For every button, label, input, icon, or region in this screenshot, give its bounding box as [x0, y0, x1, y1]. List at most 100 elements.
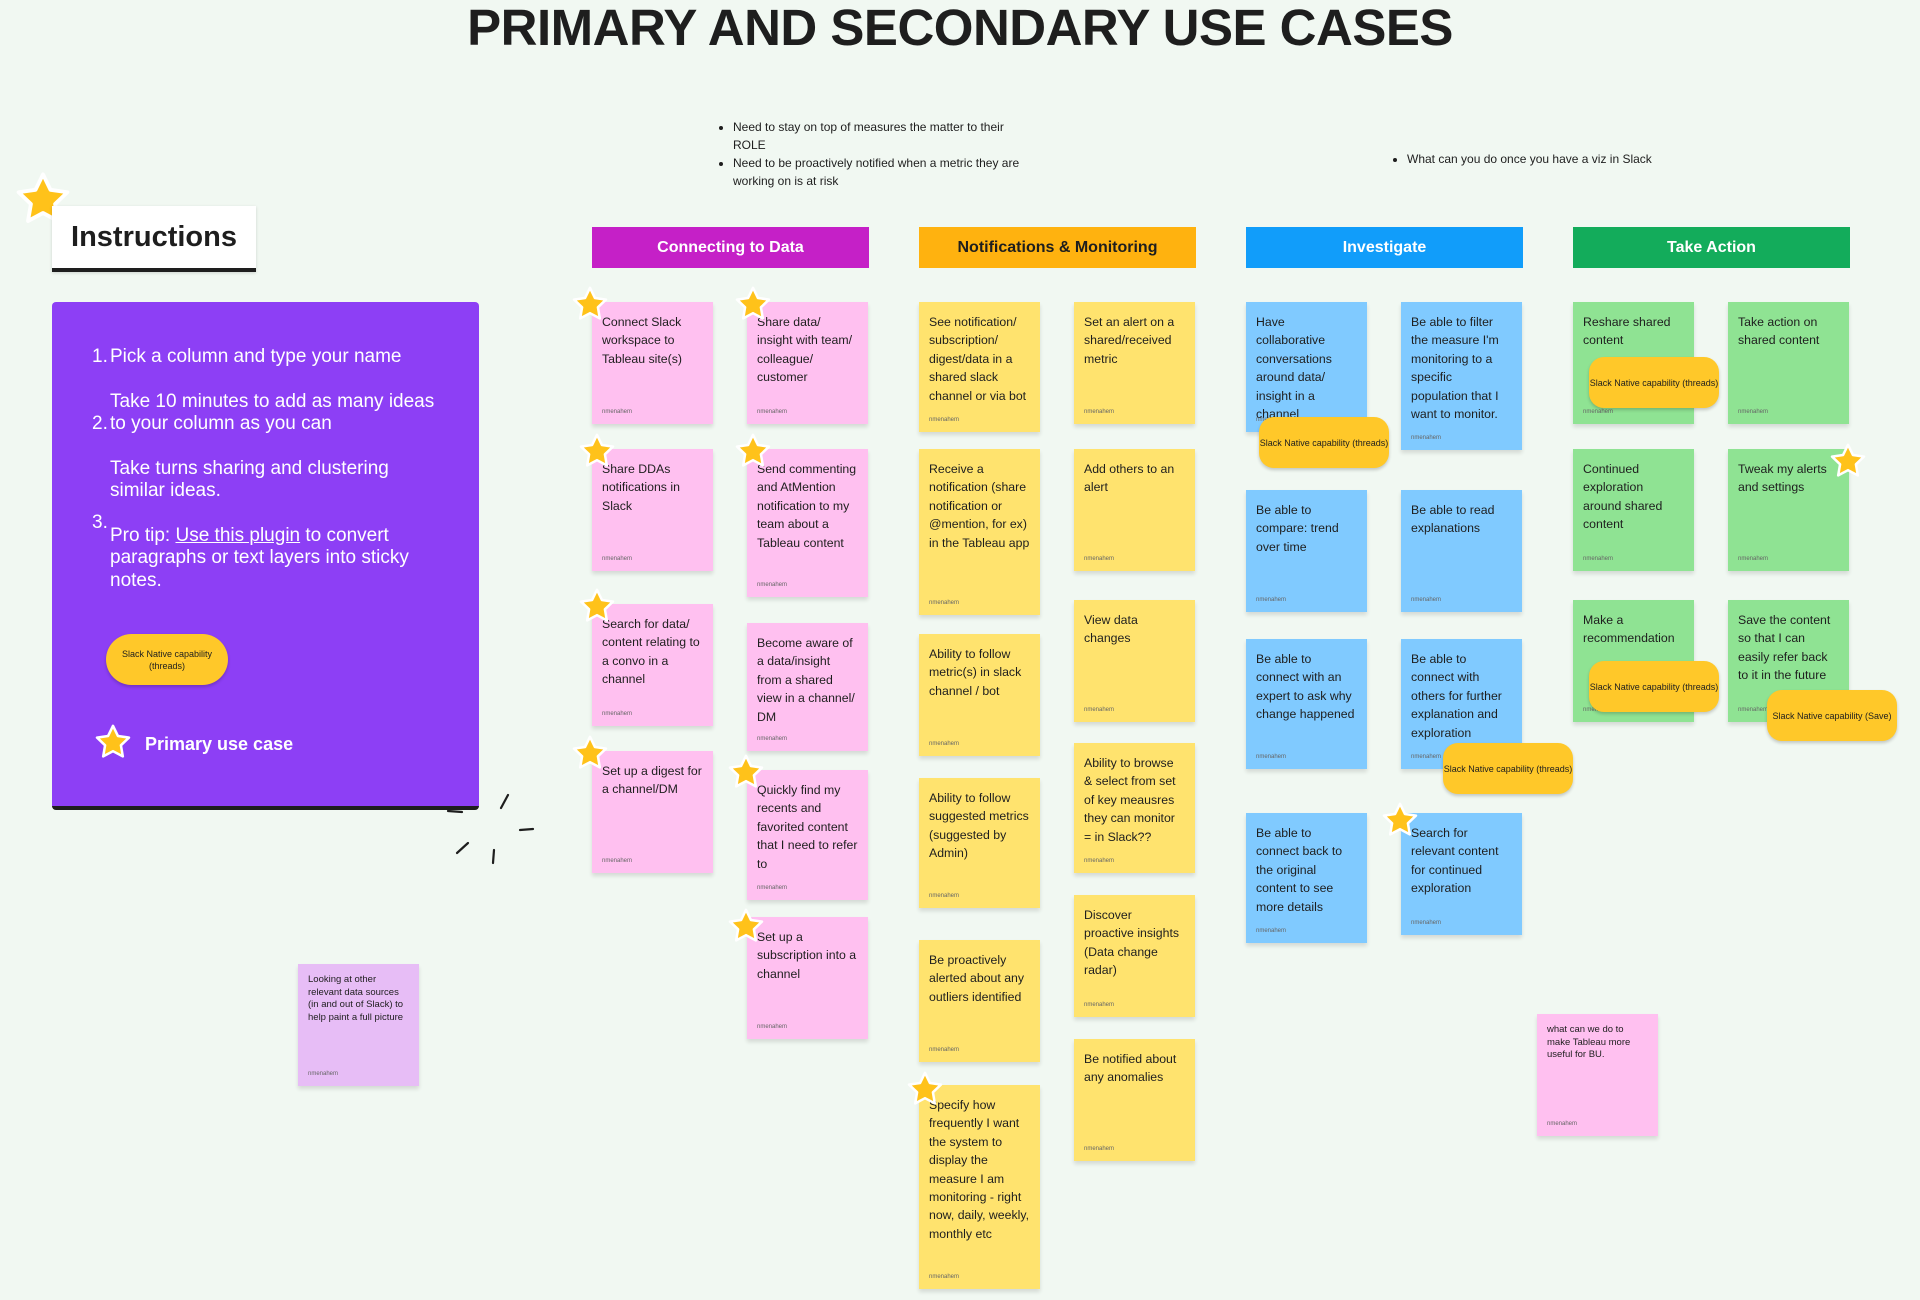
sticky-author: nmenahem — [929, 417, 960, 423]
sticky-text: Ability to follow suggested metrics (sug… — [929, 791, 1029, 861]
sticky-note[interactable]: View data changes nmenahem — [1074, 600, 1195, 722]
sticky-author: nmenahem — [1411, 920, 1442, 926]
sticky-note[interactable]: Search for relevant content for continue… — [1401, 813, 1522, 935]
sticky-note[interactable]: Looking at other relevant data sources (… — [298, 964, 419, 1086]
sticky-note[interactable]: Search for data/ content relating to a c… — [592, 604, 713, 726]
note-bullet: What can you do once you have a viz in S… — [1407, 150, 1707, 168]
slack-capability-pill[interactable]: Slack Native capability (threads) — [106, 634, 228, 685]
sticky-note[interactable]: Receive a notification (share notificati… — [919, 449, 1040, 615]
note-top-left[interactable]: Need to stay on top of measures the matt… — [718, 118, 1033, 190]
star-icon — [734, 285, 772, 323]
sticky-note[interactable]: Continued exploration around shared cont… — [1573, 449, 1694, 571]
sticky-author: nmenahem — [929, 600, 960, 606]
sticky-text: Be able to filter the measure I'm monito… — [1411, 315, 1499, 422]
column-header-notifications-monitoring[interactable]: Notifications & Monitoring — [919, 227, 1196, 268]
sticky-author: nmenahem — [1547, 1121, 1578, 1127]
sticky-note[interactable]: Be able to filter the measure I'm monito… — [1401, 302, 1522, 450]
slack-capability-pill[interactable]: Slack Native capability (threads) — [1443, 743, 1573, 794]
sticky-text: Be able to connect with others for furth… — [1411, 652, 1502, 740]
star-icon — [727, 907, 765, 945]
instructions-box[interactable]: 1. 2. 3. Pick a column and type your nam… — [52, 302, 479, 810]
sticky-text: Ability to follow metric(s) in slack cha… — [929, 647, 1022, 698]
slack-capability-pill[interactable]: Slack Native capability (threads) — [1589, 357, 1719, 408]
sticky-author: nmenahem — [929, 741, 960, 747]
sticky-text: Continued exploration around shared cont… — [1583, 462, 1663, 532]
sticky-author: nmenahem — [1084, 1146, 1115, 1152]
sticky-author: nmenahem — [1084, 409, 1115, 415]
sticky-note[interactable]: Specify how frequently I want the system… — [919, 1085, 1040, 1289]
sticky-note[interactable]: Tweak my alerts and settings nmenahem — [1728, 449, 1849, 571]
sticky-note[interactable]: See notification/ subscription/ digest/d… — [919, 302, 1040, 432]
sticky-text: Send commenting and AtMention notificati… — [757, 462, 857, 550]
column-header-connecting-to-data[interactable]: Connecting to Data — [592, 227, 869, 268]
note-bullet: Need to stay on top of measures the matt… — [733, 118, 1033, 154]
star-icon — [1829, 442, 1867, 480]
sticky-text: Set an alert on a shared/received metric — [1084, 315, 1175, 366]
sticky-author: nmenahem — [1583, 556, 1614, 562]
step-3-text: Take turns sharing and clustering simila… — [110, 457, 389, 502]
sticky-author: nmenahem — [1583, 409, 1614, 415]
sticky-text: Receive a notification (share notificati… — [929, 462, 1030, 550]
star-icon — [571, 734, 609, 772]
sticky-text: Tweak my alerts and settings — [1738, 462, 1827, 495]
sticky-note[interactable]: Have collaborative conversations around … — [1246, 302, 1367, 432]
sticky-note[interactable]: Ability to follow metric(s) in slack cha… — [919, 634, 1040, 756]
slack-capability-pill[interactable]: Slack Native capability (Save) — [1767, 690, 1897, 741]
sticky-text: Make a recommendation — [1583, 613, 1675, 646]
instructions-label[interactable]: Instructions — [52, 206, 256, 272]
sticky-note[interactable]: Set an alert on a shared/received metric… — [1074, 302, 1195, 424]
sticky-note[interactable]: what can we do to make Tableau more usef… — [1537, 1014, 1658, 1136]
plugin-link[interactable]: Use this plugin — [175, 524, 301, 546]
sticky-author: nmenahem — [1256, 597, 1287, 603]
sticky-note[interactable]: Be able to connect back to the original … — [1246, 813, 1367, 943]
sticky-note[interactable]: Share data/ insight with team/ colleague… — [747, 302, 868, 424]
pro-tip-suffix: to convert paragraphs or text layers int… — [110, 524, 409, 591]
sticky-text: Take action on shared content — [1738, 315, 1820, 348]
sticky-text: Add others to an alert — [1084, 462, 1175, 495]
step-number: 3. — [92, 512, 108, 533]
sticky-author: nmenahem — [1084, 858, 1115, 864]
sticky-author: nmenahem — [1084, 1002, 1115, 1008]
sticky-author: nmenahem — [1738, 409, 1769, 415]
sticky-note[interactable]: Ability to follow suggested metrics (sug… — [919, 778, 1040, 908]
sticky-author: nmenahem — [757, 736, 788, 742]
sticky-note[interactable]: Become aware of a data/insight from a sh… — [747, 623, 868, 751]
sticky-note[interactable]: Take action on shared content nmenahem — [1728, 302, 1849, 424]
sticky-text: Looking at other relevant data sources (… — [308, 974, 404, 1023]
note-top-right[interactable]: What can you do once you have a viz in S… — [1392, 150, 1707, 168]
sticky-text: Reshare shared content — [1583, 315, 1671, 348]
sticky-author: nmenahem — [602, 409, 633, 415]
column-header-take-action[interactable]: Take Action — [1573, 227, 1850, 268]
sticky-note[interactable]: Send commenting and AtMention notificati… — [747, 449, 868, 597]
pro-tip-text: Pro tip: Use this plugin to convert para… — [110, 525, 440, 593]
page-title: PRIMARY AND SECONDARY USE CASES — [467, 0, 1453, 56]
sticky-note[interactable]: Ability to browse & select from set of k… — [1074, 743, 1195, 873]
sticky-text: View data changes — [1084, 613, 1138, 646]
slack-capability-pill[interactable]: Slack Native capability (threads) — [1589, 661, 1719, 712]
slack-capability-pill[interactable]: Slack Native capability (threads) — [1259, 417, 1389, 468]
sticky-author: nmenahem — [1084, 707, 1115, 713]
sticky-note[interactable]: Connect Slack workspace to Tableau site(… — [592, 302, 713, 424]
column-header-investigate[interactable]: Investigate — [1246, 227, 1523, 268]
sticky-author: nmenahem — [1256, 928, 1287, 934]
star-icon — [571, 285, 609, 323]
sticky-note[interactable]: Discover proactive insights (Data change… — [1074, 895, 1195, 1017]
sticky-author: nmenahem — [1738, 556, 1769, 562]
step-2-text: Take 10 minutes to add as many ideas to … — [110, 390, 435, 435]
sticky-note[interactable]: Quickly find my recents and favorited co… — [747, 770, 868, 900]
sticky-text: Set up a digest for a channel/DM — [602, 764, 702, 797]
sticky-note[interactable]: Be able to connect with an expert to ask… — [1246, 639, 1367, 769]
sticky-note[interactable]: Be proactively alerted about any outlier… — [919, 940, 1040, 1062]
sticky-text: Share DDAs notifications in Slack — [602, 462, 680, 513]
sticky-author: nmenahem — [308, 1071, 339, 1077]
sticky-author: nmenahem — [757, 885, 788, 891]
star-icon — [727, 753, 765, 791]
note-bullet: Need to be proactively notified when a m… — [733, 154, 1033, 190]
